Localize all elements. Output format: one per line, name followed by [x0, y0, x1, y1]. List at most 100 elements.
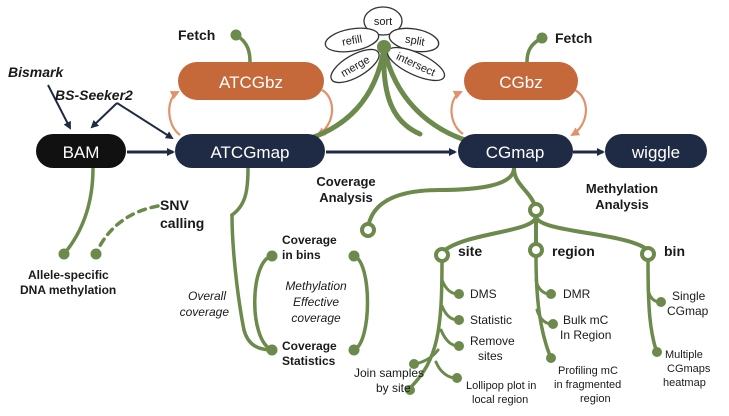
- bsseeker2-label: BS-Seeker2: [55, 87, 133, 103]
- meth-effective-loop: [352, 254, 370, 352]
- node-atcgbz-label: ATCGbz: [219, 73, 283, 92]
- arrow-bismark-bam: [47, 84, 71, 130]
- fetch-right-label: Fetch: [555, 30, 592, 46]
- tools-to-cgmap: [381, 45, 468, 143]
- text-labels: Fetch Fetch Bismark BS-Seeker2 SNV calli…: [8, 27, 711, 406]
- calling-label: calling: [160, 215, 204, 231]
- allele-dot: [58, 248, 70, 260]
- join-label-1: Join samples: [354, 366, 424, 380]
- petal-sort[interactable]: [363, 6, 403, 36]
- node-bam[interactable]: BAM: [36, 134, 126, 168]
- site-node: [434, 247, 450, 263]
- methylation-analysis-label-1: Methylation: [586, 181, 658, 196]
- petal-sort-label: sort: [374, 16, 392, 28]
- join-label-2: by site: [376, 381, 411, 395]
- dmr-dot: [546, 289, 556, 299]
- overall-coverage-label-1: Overall: [188, 289, 226, 303]
- coverage-analysis-node: [360, 222, 376, 238]
- lollipop-label-1: Lollipop plot in: [466, 380, 536, 392]
- bins-to-stats-loop: [253, 254, 274, 352]
- arrow-cgbz-to-cgmap: [570, 89, 587, 137]
- petal-refill[interactable]: [324, 24, 381, 55]
- arrow-atcgmap-to-atcgbz: [168, 91, 181, 136]
- node-cgbz-label: CGbz: [499, 73, 542, 92]
- node-bam-label: BAM: [63, 143, 100, 162]
- remove-dot: [454, 341, 464, 351]
- coverage-analysis-label-2: Analysis: [319, 190, 372, 205]
- green-connectors: [58, 29, 666, 395]
- petal-merge[interactable]: [326, 43, 384, 89]
- region-trunk: [534, 254, 552, 358]
- tools-to-middle: [381, 45, 423, 137]
- bins-right-dot: [348, 250, 360, 262]
- coverage-in-bins-label-2: in bins: [282, 248, 321, 262]
- statistic-dot: [454, 315, 464, 325]
- coverage-stats-label-2: Statistics: [282, 354, 336, 368]
- overall-coverage-label-2: coverage: [180, 305, 230, 319]
- allele-label-2: DNA methylation: [20, 283, 116, 297]
- site-label: site: [458, 243, 482, 259]
- bulk-dot: [548, 319, 558, 329]
- dms-label: DMS: [470, 287, 497, 301]
- meth-effective-label-3: coverage: [291, 311, 341, 325]
- lollipop-right-dot: [452, 373, 462, 383]
- overall-coverage-line: [230, 213, 246, 332]
- coverage-bins-dot: [266, 250, 278, 262]
- node-atcgmap[interactable]: ATCGmap: [175, 134, 325, 168]
- profiling-label-2: in fragmented: [554, 379, 621, 391]
- stats-right-dot: [348, 344, 360, 356]
- bam-to-allele: [62, 166, 95, 256]
- region-node: [528, 242, 544, 258]
- bin-label: bin: [664, 243, 685, 259]
- cgmap-to-methylation-analysis: [512, 166, 538, 210]
- bismark-label: Bismark: [8, 64, 64, 80]
- profiling-dot: [546, 353, 556, 363]
- bin-node: [640, 246, 656, 262]
- tools-to-atcgmap: [302, 45, 387, 143]
- profiling-label-3: region: [580, 393, 611, 405]
- statistic-label: Statistic: [470, 313, 512, 327]
- single-dot: [656, 297, 666, 307]
- node-cgbz[interactable]: CGbz: [464, 62, 578, 100]
- coverage-analysis-label-1: Coverage: [316, 174, 375, 189]
- region-label: region: [552, 243, 595, 259]
- join-dot: [409, 359, 419, 369]
- dms-dot: [454, 289, 464, 299]
- meth-to-site: [443, 214, 538, 252]
- node-cgmap[interactable]: CGmap: [458, 134, 573, 168]
- node-atcgbz[interactable]: ATCGbz: [178, 62, 324, 100]
- meth-to-bin: [534, 214, 647, 250]
- flower-center: [377, 40, 391, 54]
- allele-label-1: Allele-specific: [28, 268, 109, 282]
- multiple-label-1: Multiple: [665, 349, 703, 361]
- petal-refill-label: refill: [341, 33, 363, 48]
- remove-label-1: Remove: [470, 334, 515, 348]
- single-label-2: CGmap: [667, 304, 709, 318]
- lollipop-dot: [405, 385, 415, 395]
- node-wiggle[interactable]: wiggle: [605, 134, 707, 168]
- bulk-label-1: Bulk mC: [563, 313, 609, 327]
- snv-label: SNV: [160, 197, 189, 213]
- atcgmap-down-stem: [230, 166, 250, 217]
- dmr-label: DMR: [563, 287, 591, 301]
- fetch-left-dot: [230, 29, 242, 41]
- fetch-right-dot: [536, 32, 548, 44]
- arrow-bsseeker2-atcgmap: [116, 102, 174, 140]
- methylation-analysis-label-2: Analysis: [595, 197, 648, 212]
- single-label-1: Single: [672, 289, 706, 303]
- profiling-label-1: Profiling mC: [558, 365, 618, 377]
- petal-split-label: split: [404, 34, 425, 49]
- bin-trunk: [646, 258, 658, 352]
- meth-effective-label-2: Effective: [293, 295, 339, 309]
- coverage-in-bins-label-1: Coverage: [282, 233, 337, 247]
- node-atcgmap-label: ATCGmap: [210, 143, 289, 162]
- fetch-left-label: Fetch: [178, 27, 215, 43]
- node-wiggle-label: wiggle: [631, 143, 680, 162]
- meth-effective-label-1: Methylation: [285, 279, 347, 293]
- multiple-label-2: CGmaps: [667, 363, 711, 375]
- cgmap-to-coverage-analysis: [366, 166, 516, 230]
- coverage-stats-label-1: Coverage: [282, 339, 337, 353]
- lollipop-label-2: local region: [472, 394, 528, 406]
